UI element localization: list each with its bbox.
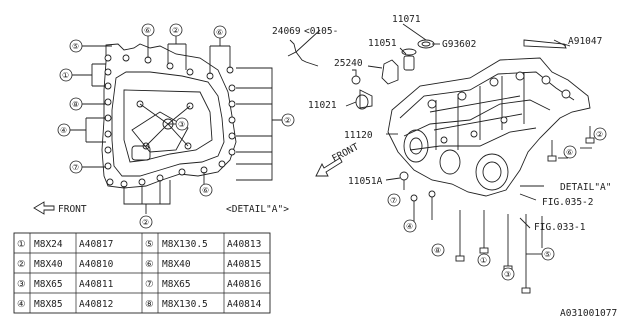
callout-2-top: ② bbox=[172, 26, 179, 35]
table-bolt-number: ④ bbox=[17, 299, 26, 310]
front-label-left: FRONT bbox=[58, 204, 87, 215]
front-arrow-right: FRONT bbox=[315, 141, 361, 177]
callout-1-left: ① bbox=[62, 71, 69, 80]
callout-5-right: ⑤ bbox=[544, 250, 551, 259]
callout-8-right: ⑧ bbox=[434, 246, 441, 255]
table-bolt-size: M8X65 bbox=[162, 279, 191, 290]
callout-7-right: ⑦ bbox=[390, 196, 397, 205]
callout-6-top-right: ⑥ bbox=[216, 28, 223, 37]
callout-3-right: ③ bbox=[504, 270, 511, 279]
table-part-number: A40816 bbox=[227, 279, 262, 290]
label-A91047: A91047 bbox=[568, 36, 602, 47]
label-G93602: G93602 bbox=[442, 39, 476, 50]
label-11071: 11071 bbox=[392, 14, 421, 25]
bolt-spec-table: ① M8X24 A40817 ⑤ M8X130.5 A40813 ② M8X40 A40810 ⑥… bbox=[13, 232, 271, 314]
detail-a-view bbox=[70, 36, 282, 214]
table-part-number: A40815 bbox=[227, 259, 261, 270]
callout-4-right: ④ bbox=[406, 222, 413, 231]
label-fig033: FIG.033-1 bbox=[534, 222, 586, 233]
label-11051A: 11051A bbox=[348, 176, 383, 187]
table-bolt-number: ⑧ bbox=[145, 299, 154, 310]
table-part-number: A40810 bbox=[79, 259, 114, 270]
table-bolt-size: M8X130.5 bbox=[162, 239, 208, 250]
callout-6-top: ⑥ bbox=[144, 26, 151, 35]
label-24069: 24069 bbox=[272, 26, 301, 37]
table-bolt-number: ⑤ bbox=[145, 239, 154, 250]
label-25240: 25240 bbox=[334, 58, 363, 69]
table-bolt-number: ⑥ bbox=[145, 259, 154, 270]
table-part-number: A40813 bbox=[227, 239, 261, 250]
front-arrow-left: FRONT bbox=[33, 201, 87, 215]
table-bolt-size: M8X40 bbox=[34, 259, 63, 270]
table-bolt-number: ② bbox=[17, 259, 26, 270]
callout-2-bottom: ② bbox=[142, 218, 149, 227]
table-bolt-size: M8X85 bbox=[34, 299, 63, 310]
callout-2-right: ② bbox=[284, 116, 291, 125]
label-11051: 11051 bbox=[368, 38, 397, 49]
table-bolt-number: ③ bbox=[17, 279, 26, 290]
table-bolt-size: M8X130.5 bbox=[162, 299, 208, 310]
callout-5-left: ⑤ bbox=[72, 42, 79, 51]
label-24069-note: <0105- bbox=[304, 26, 338, 37]
callout-1-right: ① bbox=[480, 256, 487, 265]
callout-7-left: ⑦ bbox=[72, 163, 79, 172]
table-part-number: A40814 bbox=[227, 299, 262, 310]
table-part-number: A40812 bbox=[79, 299, 113, 310]
callout-6-right-block: ⑥ bbox=[566, 148, 573, 157]
label-11021: 11021 bbox=[308, 100, 337, 111]
callout-4-left: ④ bbox=[60, 126, 67, 135]
callout-3-center: ③ bbox=[178, 120, 185, 129]
table-bolt-size: M8X65 bbox=[34, 279, 63, 290]
table-part-number: A40811 bbox=[79, 279, 114, 290]
label-11120: 11120 bbox=[344, 130, 373, 141]
label-detail-a-right: DETAIL"A" bbox=[560, 182, 611, 193]
detail-a-caption: <DETAIL"A"> bbox=[226, 204, 289, 215]
table-part-number: A40817 bbox=[79, 239, 113, 250]
table-bolt-size: M8X24 bbox=[34, 239, 63, 250]
callout-6-bottom: ⑥ bbox=[202, 186, 209, 195]
front-label-right: FRONT bbox=[330, 141, 361, 164]
diagram-id: A031001077 bbox=[560, 308, 617, 319]
table-bolt-number: ⑦ bbox=[145, 279, 154, 290]
table-bolt-number: ① bbox=[17, 239, 26, 250]
callout-8-left: ⑧ bbox=[72, 100, 79, 109]
table-bolt-size: M8X40 bbox=[162, 259, 191, 270]
label-fig035: FIG.035-2 bbox=[542, 197, 593, 208]
callout-2-right-block: ② bbox=[596, 130, 603, 139]
